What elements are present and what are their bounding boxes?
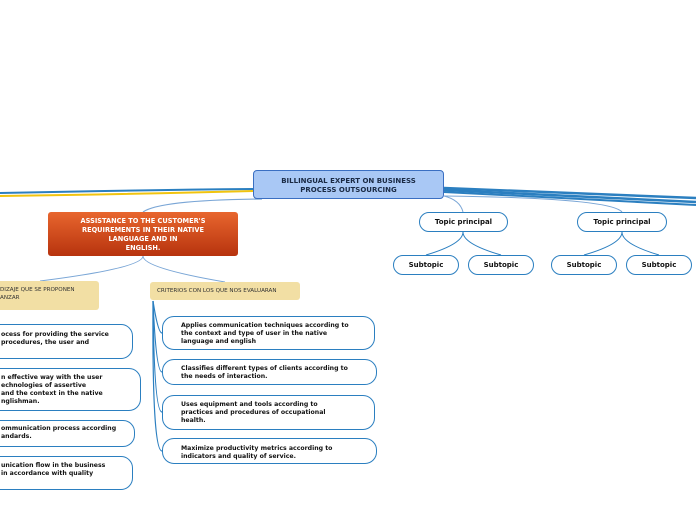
left-item-4-line-1: unication flow in the business xyxy=(1,462,106,469)
main-topic-line-3: LANGUAGE AND IN xyxy=(108,235,178,243)
criterion-4-line-2: indicators and quality of service. xyxy=(181,453,296,460)
connector-main-topic xyxy=(142,198,263,213)
criteria-tag-label: CRITERIOS CON LOS QUE NOS EVALUARAN xyxy=(157,288,277,294)
criterion-4-line-1: Maximize productivity metrics according … xyxy=(181,445,333,452)
left-tag[interactable]: DIZAJE QUE SE PROPONEN ANZAR xyxy=(0,281,99,310)
connector-right-2 xyxy=(443,188,696,204)
main-topic-line-4: ENGLISH. xyxy=(125,244,161,252)
subtopic-2-label: Subtopic xyxy=(483,261,519,269)
criterion-1[interactable]: Applies communication techniques accordi… xyxy=(162,316,375,350)
left-item-2-line-3: and the context in the native xyxy=(1,390,103,397)
subtopic-3[interactable]: Subtopic xyxy=(551,255,617,275)
criterion-3[interactable]: Uses equipment and tools according to pr… xyxy=(162,395,375,430)
topic-principal-2[interactable]: Topic principal xyxy=(577,212,667,232)
subtopic-4-label: Subtopic xyxy=(641,261,677,269)
connector-topic-1 xyxy=(443,195,464,213)
connector-left-yellow xyxy=(0,190,254,197)
connector-subtopic-1 xyxy=(425,231,464,256)
left-tag-line-2: ANZAR xyxy=(0,295,20,301)
central-topic-line-1: BILLINGUAL EXPERT ON BUSINESS xyxy=(281,177,416,185)
left-item-3-line-2: andards. xyxy=(1,433,32,440)
connector-subtopic-3 xyxy=(583,231,623,256)
connector-right-1 xyxy=(443,186,696,200)
topic-principal-2-label: Topic principal xyxy=(593,218,651,226)
main-topic-assistance[interactable]: ASSISTANCE TO THE CUSTOMER'S REQUIREMENT… xyxy=(48,212,238,256)
criterion-2-line-2: the needs of interaction. xyxy=(181,373,268,380)
left-item-1[interactable]: ocess for providing the service procedur… xyxy=(0,324,133,359)
left-item-2-line-2: echnologies of assertive xyxy=(1,382,87,389)
criterion-4[interactable]: Maximize productivity metrics according … xyxy=(162,438,377,464)
criterion-3-line-2: practices and procedures of occupational xyxy=(181,409,326,416)
connector-left-tag xyxy=(39,255,144,282)
connector-criteria-1 xyxy=(152,300,163,334)
subtopic-3-label: Subtopic xyxy=(566,261,602,269)
topic-principal-1-label: Topic principal xyxy=(434,218,493,226)
criterion-1-line-1: Applies communication techniques accordi… xyxy=(181,322,349,329)
connector-subtopic-4 xyxy=(621,231,660,256)
left-item-4-line-2: in accordance with quality xyxy=(1,470,94,477)
connector-right-tag xyxy=(142,255,226,283)
main-topic-line-1: ASSISTANCE TO THE CUSTOMER'S xyxy=(80,217,206,225)
left-item-1-line-1: ocess for providing the service xyxy=(1,331,109,338)
central-topic[interactable]: BILLINGUAL EXPERT ON BUSINESS PROCESS OU… xyxy=(253,170,444,199)
left-item-1-line-2: procedures, the user and xyxy=(1,339,90,346)
left-item-2-line-1: n effective way with the user xyxy=(1,374,103,381)
topic-principal-1[interactable]: Topic principal xyxy=(419,212,508,232)
left-item-3[interactable]: ommunication process according andards. xyxy=(0,420,135,447)
main-topic-line-2: REQUIREMENTS IN THEIR NATIVE xyxy=(82,226,204,234)
left-item-4[interactable]: unication flow in the business in accord… xyxy=(0,456,133,490)
left-item-3-line-1: ommunication process according xyxy=(1,425,117,432)
subtopic-4[interactable]: Subtopic xyxy=(626,255,692,275)
criterion-2-line-1: Classifies different types of clients ac… xyxy=(181,365,348,372)
criterion-2[interactable]: Classifies different types of clients ac… xyxy=(162,359,377,385)
connector-topic-2 xyxy=(443,195,623,213)
subtopic-1[interactable]: Subtopic xyxy=(393,255,459,275)
criterion-3-line-3: health. xyxy=(181,417,206,424)
connector-left-blue xyxy=(0,188,254,194)
criterion-1-line-3: language and english xyxy=(181,338,257,345)
subtopic-1-label: Subtopic xyxy=(408,261,444,269)
left-item-2-line-4: nglishman. xyxy=(1,398,40,405)
connector-right-3 xyxy=(443,191,696,206)
criterion-1-line-2: the context and type of user in the nati… xyxy=(181,330,328,337)
left-item-2[interactable]: n effective way with the user echnologie… xyxy=(0,368,141,411)
central-topic-line-2: PROCESS OUTSOURCING xyxy=(300,186,397,194)
criteria-tag[interactable]: CRITERIOS CON LOS QUE NOS EVALUARAN xyxy=(150,282,300,300)
connector-subtopic-2 xyxy=(462,231,502,256)
criterion-3-line-1: Uses equipment and tools according to xyxy=(181,401,318,408)
left-tag-line-1: DIZAJE QUE SE PROPONEN xyxy=(0,287,75,293)
subtopic-2[interactable]: Subtopic xyxy=(468,255,534,275)
connector-criteria-4 xyxy=(152,300,163,452)
